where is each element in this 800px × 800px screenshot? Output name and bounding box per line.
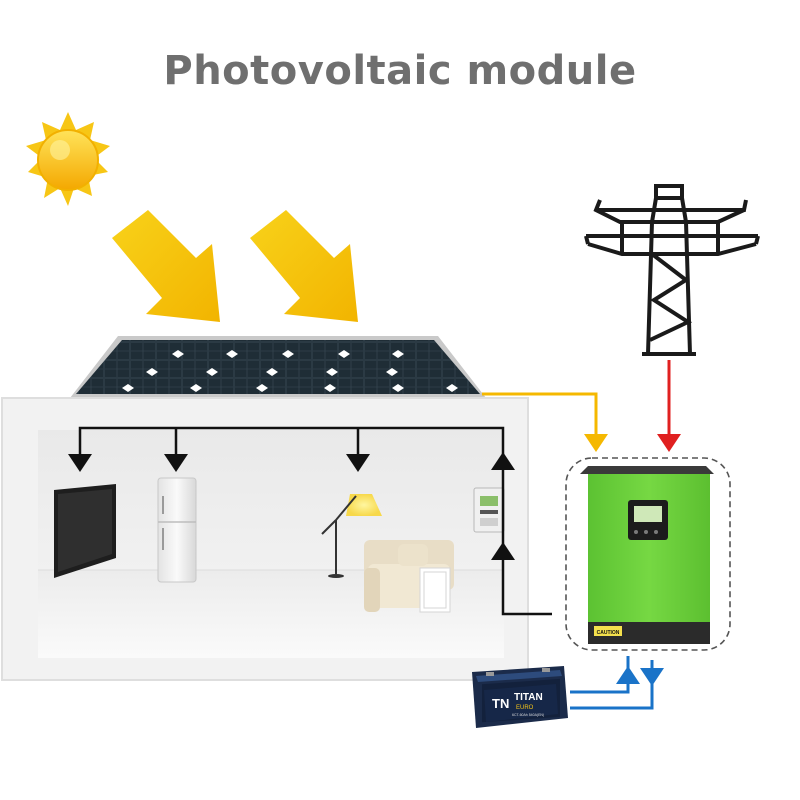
sun-icon [26,112,110,206]
lamp-icon [321,494,382,578]
battery-arrowheads [616,666,664,686]
page-title: Photovoltaic module [163,48,637,94]
battery-brand: TITAN [514,692,543,703]
grid-line [657,360,681,452]
inverter-icon: CAUTION [565,457,731,651]
sunlight-arrow-icon [250,210,358,322]
sofa-icon [364,540,454,613]
sunlight-arrow-icon [112,210,220,322]
load-arrowheads [68,452,515,560]
battery-spec: 6CT-60Ah 540A(EN) [512,713,544,717]
fridge-icon [157,477,197,583]
battery-model: EURO [516,705,534,711]
pv-line [482,392,608,452]
battery-lines [570,656,654,710]
battery-brand-mark: TN [492,696,509,711]
battery-icon: TN TITAN EURO 6CT-60Ah 540A(EN) [472,666,568,728]
tv-icon [54,484,116,578]
power-pylon-icon [584,184,760,356]
solar-panel-icon [70,336,486,398]
caution-label: CAUTION [597,630,620,636]
meter-icon [473,487,505,533]
